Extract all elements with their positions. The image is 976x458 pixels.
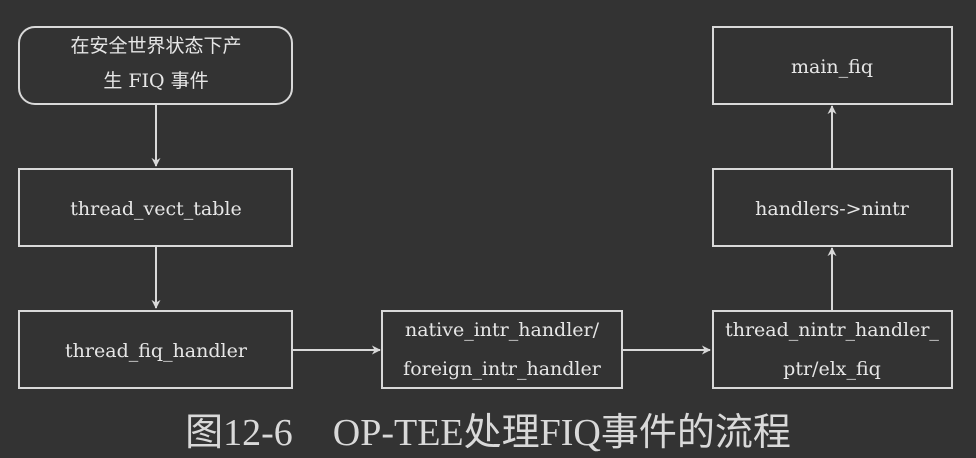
node-thread-vect-table: thread_vect_table — [18, 168, 293, 247]
node-start-line-1: 在安全世界状态下产 — [70, 35, 241, 57]
node-intr-handler-line-2: foreign_intr_handler — [403, 358, 602, 380]
node-thread-nintr-handler-ptr: thread_nintr_handler_ ptr/elx_fiq — [712, 310, 953, 389]
node-main-label: main_fiq — [791, 56, 873, 78]
figure-title: OP-TEE处理FIQ事件的流程 — [332, 412, 791, 454]
node-vect-label: thread_vect_table — [70, 198, 241, 220]
node-start-event: 在安全世界状态下产 生 FIQ 事件 — [18, 26, 293, 105]
node-start-line-2: 生 FIQ 事件 — [103, 70, 208, 92]
node-nintr-ptr-line-1: thread_nintr_handler_ — [725, 319, 939, 341]
node-handlers-nintr: handlers->nintr — [712, 168, 953, 247]
node-handlers-label: handlers->nintr — [755, 198, 910, 220]
figure-number: 图12-6 — [185, 412, 293, 454]
figure-caption: 图12-6 OP-TEE处理FIQ事件的流程 — [0, 408, 976, 458]
node-intr-handler-line-1: native_intr_handler/ — [405, 319, 600, 341]
node-main-fiq: main_fiq — [712, 26, 953, 105]
node-thread-fiq-handler: thread_fiq_handler — [18, 310, 293, 389]
edges — [151, 104, 837, 355]
node-native-foreign-intr-handler: native_intr_handler/ foreign_intr_handle… — [381, 310, 623, 389]
node-nintr-ptr-line-2: ptr/elx_fiq — [783, 358, 881, 380]
node-fiq-handler-label: thread_fiq_handler — [65, 340, 248, 362]
